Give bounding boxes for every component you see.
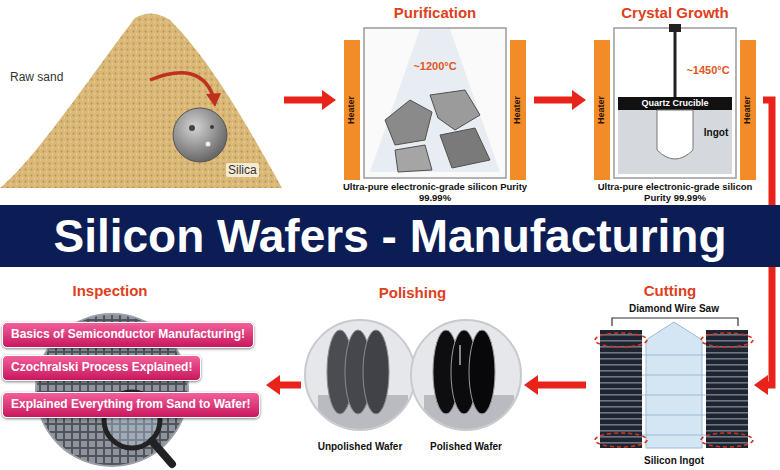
heater-bar (594, 40, 610, 180)
arrow-head (266, 375, 280, 395)
ingot-being-cut (646, 322, 702, 448)
stage-heading: Crystal Growth (590, 4, 760, 21)
pull-rod (674, 24, 677, 97)
heater-label: Heater (347, 96, 357, 124)
light-rays (370, 29, 500, 172)
polished-wafers (424, 330, 514, 435)
rock-speckle (206, 142, 211, 147)
heater-bar (740, 40, 756, 180)
link-button: Czochralski Process Explained! (2, 355, 201, 381)
process-stage: PurificationUltra-pure electronic-grade … (340, 2, 530, 203)
stage-heading: Purification (340, 4, 530, 21)
silicon-chunk (430, 90, 480, 130)
arrow-shaft (278, 382, 301, 389)
unpolished-wafers (318, 330, 408, 435)
rotation-marks (595, 333, 753, 447)
temperature-label: ~1450°C (686, 64, 729, 76)
button-text: Explained Everything from Sand to Wafer! (11, 393, 251, 416)
saw-wire (642, 355, 706, 356)
heater-label: Heater (513, 96, 523, 124)
wafer-view (305, 320, 415, 430)
saw-wire (642, 395, 706, 396)
part-label: Silicon Ingot (644, 455, 704, 466)
material-label: Silica (226, 163, 259, 177)
rock-speckle (189, 125, 195, 131)
arrow-head (322, 90, 336, 110)
wafer (363, 330, 389, 414)
link-button: Basics of Semiconductor Manufacturing! (2, 322, 254, 348)
arrow-head (754, 375, 768, 395)
button-text: Basics of Semiconductor Manufacturing! (11, 323, 245, 346)
flow-arrow (266, 375, 301, 395)
silicon-melt (618, 110, 732, 174)
wire-guide-roller (706, 330, 748, 448)
arrow-head (524, 375, 538, 395)
stage-heading: Polishing (305, 284, 520, 301)
wafer-view (411, 320, 521, 430)
sand-pile (0, 13, 282, 188)
process-stage: InspectionBasics of Semiconductor Manufa… (0, 280, 262, 465)
link-button: Explained Everything from Sand to Wafer! (2, 392, 260, 418)
rotation-mark (595, 333, 647, 347)
part-label: Polished Wafer (430, 441, 502, 452)
heater-bar (510, 40, 526, 180)
title-band: Silicon Wafers - Manufacturing (0, 205, 780, 267)
curved-arrow (150, 73, 213, 96)
heater-label: Heater (743, 96, 753, 124)
part-label: Ingot (704, 127, 728, 138)
part-label: Unpolished Wafer (318, 441, 403, 452)
banner-title: Silicon Wafers - Manufacturing (53, 205, 726, 267)
gloss (459, 345, 461, 365)
heater-label: Heater (597, 96, 607, 124)
rotation-mark (701, 433, 753, 447)
material-stage: Raw sandSilica (5, 15, 280, 190)
temperature-label: ~1200°C (413, 60, 456, 72)
saw-wire (642, 375, 706, 376)
silica-rock (173, 108, 227, 162)
arrow-shaft (536, 382, 586, 389)
heater-bar (344, 40, 360, 180)
button-text: Czochralski Process Explained! (11, 356, 192, 379)
magnifier-handle (152, 441, 172, 464)
saw-wire (642, 415, 706, 416)
quartz-crucible (618, 97, 732, 110)
rotation-mark (701, 333, 753, 347)
wire-guide-roller (600, 330, 642, 448)
arrow-shaft (534, 97, 574, 104)
stage-heading: Inspection (0, 282, 220, 299)
stage-caption: Ultra-pure electronic-grade silicon Puri… (590, 181, 760, 203)
furnace-vessel (364, 28, 506, 178)
ingot-shape (657, 110, 693, 159)
part-label: Diamond Wire Saw (629, 303, 719, 314)
arrow-shaft (284, 97, 324, 104)
flow-arrow (534, 90, 586, 110)
curved-arrow-head (206, 93, 221, 107)
wafer (469, 330, 495, 414)
silicon-chunk (440, 128, 490, 168)
stage-heading: Cutting (590, 282, 750, 299)
part-label: Quartz Crucible (641, 99, 708, 109)
rock-speckle (210, 125, 214, 129)
saw-wires (642, 355, 706, 435)
material-label: Raw sand (10, 70, 63, 84)
flow-arrow (284, 90, 336, 110)
flow-arrow (524, 375, 586, 395)
rotation-mark (595, 433, 647, 447)
process-stage: Polishing (305, 282, 520, 465)
arrow-head (572, 90, 586, 110)
silicon-chunk (385, 100, 432, 145)
saw-wire (642, 435, 706, 436)
seed-chuck (669, 24, 681, 32)
stage-caption: Ultra-pure electronic-grade silicon Puri… (340, 181, 530, 203)
silicon-chunk (395, 145, 432, 172)
